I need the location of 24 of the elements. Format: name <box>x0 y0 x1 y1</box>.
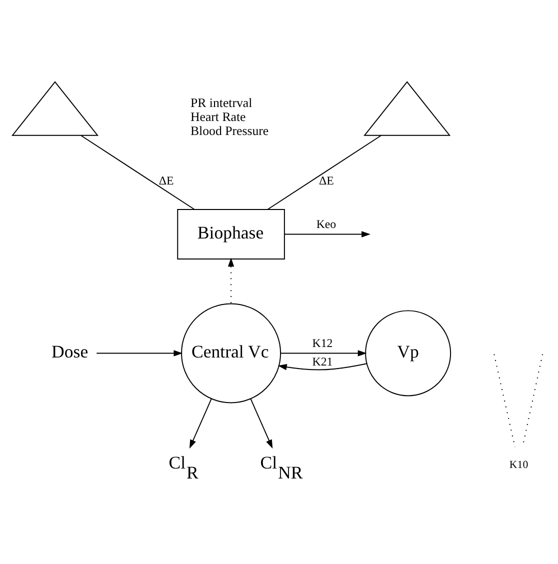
node-triangle <box>364 80 451 136</box>
edge-label: K21 <box>312 354 333 368</box>
label: Heart Rate <box>190 109 246 124</box>
edge-label: K12 <box>312 335 333 350</box>
connector <box>80 134 196 210</box>
node-text: K10 <box>509 458 528 471</box>
arrow <box>96 350 183 356</box>
edge-label: ΔE <box>158 172 174 187</box>
arrow <box>228 257 234 304</box>
arrow <box>189 398 212 448</box>
arrow <box>284 230 370 237</box>
connector <box>267 134 382 210</box>
node-box: Biophase <box>177 208 285 259</box>
node-text: Dose <box>52 341 88 362</box>
edge-label: Keo <box>316 216 336 230</box>
arrow <box>280 350 367 356</box>
arrow <box>278 362 368 370</box>
label: Blood Pressure <box>190 123 269 138</box>
arrow <box>250 398 273 448</box>
node-triangle <box>11 80 99 136</box>
label: PR intetrval <box>190 96 252 110</box>
edge-label: ΔE <box>319 172 334 187</box>
node-circle: Central Vc <box>181 302 282 403</box>
node-circle: Vp <box>365 310 452 396</box>
